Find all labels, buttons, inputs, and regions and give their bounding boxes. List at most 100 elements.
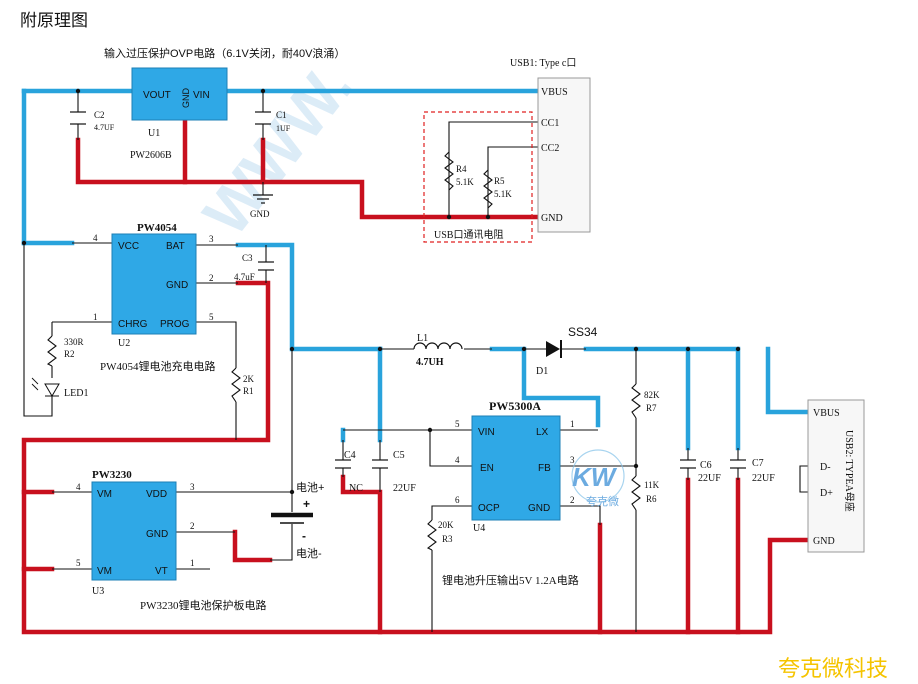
protect-section: PW3230 VM VDD GND VM VT 4 3 2 5 1 U3 PW3… xyxy=(76,469,324,612)
r1-value: 2K xyxy=(243,374,255,384)
u2-pin-gnd: GND xyxy=(166,280,188,291)
junction-dot xyxy=(289,489,295,495)
page-title: 附原理图 xyxy=(20,11,88,30)
junction-dot xyxy=(685,346,691,352)
led1-ref: LED1 xyxy=(64,388,88,399)
protect-caption: PW3230锂电池保护板电路 xyxy=(140,598,267,612)
r7-ref: R7 xyxy=(646,403,657,413)
u3-pinnum-gnd: 2 xyxy=(190,521,195,531)
u3-pinnum-vm2: 5 xyxy=(76,558,81,568)
cc-box-caption: USB口通讯电阻 xyxy=(434,228,503,241)
usb2-title: USB2: TYPEA母座 xyxy=(843,430,856,512)
u4-pinnum-lx: 1 xyxy=(570,419,575,429)
capacitor-c5 xyxy=(372,459,388,469)
c1-ref: C1 xyxy=(276,110,287,120)
capacitor-c3 xyxy=(258,261,274,271)
gnd-label: GND xyxy=(250,209,270,219)
c2-value: 4.7UF xyxy=(94,123,115,132)
usb1-section: USB1: Type c口 VBUS CC1 CC2 GND USB口通讯电阻 … xyxy=(423,58,591,243)
u3-pin-vm1: VM xyxy=(97,489,112,500)
u2-pinnum-chrg: 1 xyxy=(93,312,98,322)
diode-icon xyxy=(546,340,562,358)
junction-dot xyxy=(260,88,266,94)
u3-pinnum-vm1: 4 xyxy=(76,482,81,492)
c2-ref: C2 xyxy=(94,110,105,120)
boost-caption: 锂电池升压输出5V 1.2A电路 xyxy=(442,573,579,587)
resistor-r2 xyxy=(46,335,57,367)
r6-ref: R6 xyxy=(646,494,657,504)
r3-ref: R3 xyxy=(442,534,453,544)
junction-dot xyxy=(446,214,452,220)
usb1-pin-cc2: CC2 xyxy=(541,143,559,154)
red-ground-traces xyxy=(21,89,811,635)
l1-value: 4.7UH xyxy=(416,357,444,368)
brand-logo: KW 夸克微 xyxy=(571,449,625,508)
u4-pinnum-vin: 5 xyxy=(455,419,460,429)
junction-dot xyxy=(289,346,295,352)
usb1-pin-vbus: VBUS xyxy=(541,87,568,98)
u4-pin-vin: VIN xyxy=(478,427,495,438)
capacitor-c7 xyxy=(730,459,746,469)
resistor-r4 xyxy=(444,151,454,191)
d1-ref: D1 xyxy=(536,366,548,377)
u2-pin-vcc: VCC xyxy=(118,241,139,252)
u1-pin-vin: VIN xyxy=(193,90,210,101)
resistor-r6 xyxy=(631,475,641,511)
u2-pinnum-gnd: 2 xyxy=(209,273,214,283)
c3-value: 4.7uF xyxy=(234,272,255,282)
usb2-connector xyxy=(807,399,865,553)
brand-watermark: 夸克微科技 xyxy=(778,656,888,681)
capacitor-c2 xyxy=(70,111,86,125)
c6-ref: C6 xyxy=(700,460,712,471)
usb2-pin-dm: D- xyxy=(820,462,831,473)
capacitor-c4 xyxy=(335,459,351,469)
u2-pin-prog: PROG xyxy=(160,319,190,330)
l1-ref: L1 xyxy=(417,333,428,344)
c3-ref: C3 xyxy=(242,253,253,263)
r1-ref: R1 xyxy=(243,386,254,396)
charger-caption: PW4054锂电池充电电路 xyxy=(100,359,216,373)
battery-negative-label: 电池- xyxy=(296,547,322,560)
logo-text: KW xyxy=(572,462,618,492)
r2-ref: R2 xyxy=(64,349,75,359)
resistor-r1 xyxy=(231,367,241,403)
battery-positive-label: 电池+ xyxy=(296,481,324,494)
resistor-r5 xyxy=(483,169,493,209)
battery-plus-sign: + xyxy=(303,497,310,511)
cc-resistor-box xyxy=(423,111,533,243)
logo-subtext: 夸克微 xyxy=(586,494,619,508)
r7-value: 82K xyxy=(644,390,660,400)
ground-symbol xyxy=(253,194,273,204)
u4-pinnum-ocp: 6 xyxy=(455,495,460,505)
signal-wires xyxy=(23,91,815,632)
u4-pinnum-fb: 3 xyxy=(570,455,575,465)
usb2-pin-dp: D+ xyxy=(820,488,833,499)
capacitor-c6 xyxy=(680,459,696,469)
u1-pin-gnd: GND xyxy=(181,88,191,109)
junction-dot xyxy=(21,240,27,246)
d1-part: SS34 xyxy=(568,325,598,339)
charger-section: PW4054 VCC BAT GND CHRG PROG 4 3 2 1 5 U… xyxy=(31,222,274,403)
u3-pin-gnd: GND xyxy=(146,529,168,540)
boost-section: L1 4.7UH SS34 D1 PW5300A VIN LX EN FB OC… xyxy=(21,88,775,587)
r5-ref: R5 xyxy=(494,176,505,186)
r4-value: 5.1K xyxy=(456,177,474,187)
r2-value: 330R xyxy=(64,337,84,347)
u4-pin-en: EN xyxy=(480,463,494,474)
junction-dot xyxy=(75,88,81,94)
c4-value: NC xyxy=(349,483,363,494)
c7-ref: C7 xyxy=(752,458,764,469)
u3-ref: U3 xyxy=(92,586,104,597)
c6-value: 22UF xyxy=(698,473,721,484)
u3-part: PW3230 xyxy=(92,469,132,481)
r3-value: 20K xyxy=(438,520,454,530)
ovp-section: 输入过压保护OVP电路（6.1V关闭，耐40V浪涌） VOUT VIN GND … xyxy=(70,46,345,219)
u3-pin-vm2: VM xyxy=(97,566,112,577)
u4-pin-ocp: OCP xyxy=(478,503,500,514)
r4-ref: R4 xyxy=(456,164,467,174)
usb2-pin-gnd: GND xyxy=(813,536,835,547)
capacitor-c1 xyxy=(255,111,271,125)
usb1-pin-gnd: GND xyxy=(541,213,563,224)
usb2-pin-vbus: VBUS xyxy=(813,408,840,419)
